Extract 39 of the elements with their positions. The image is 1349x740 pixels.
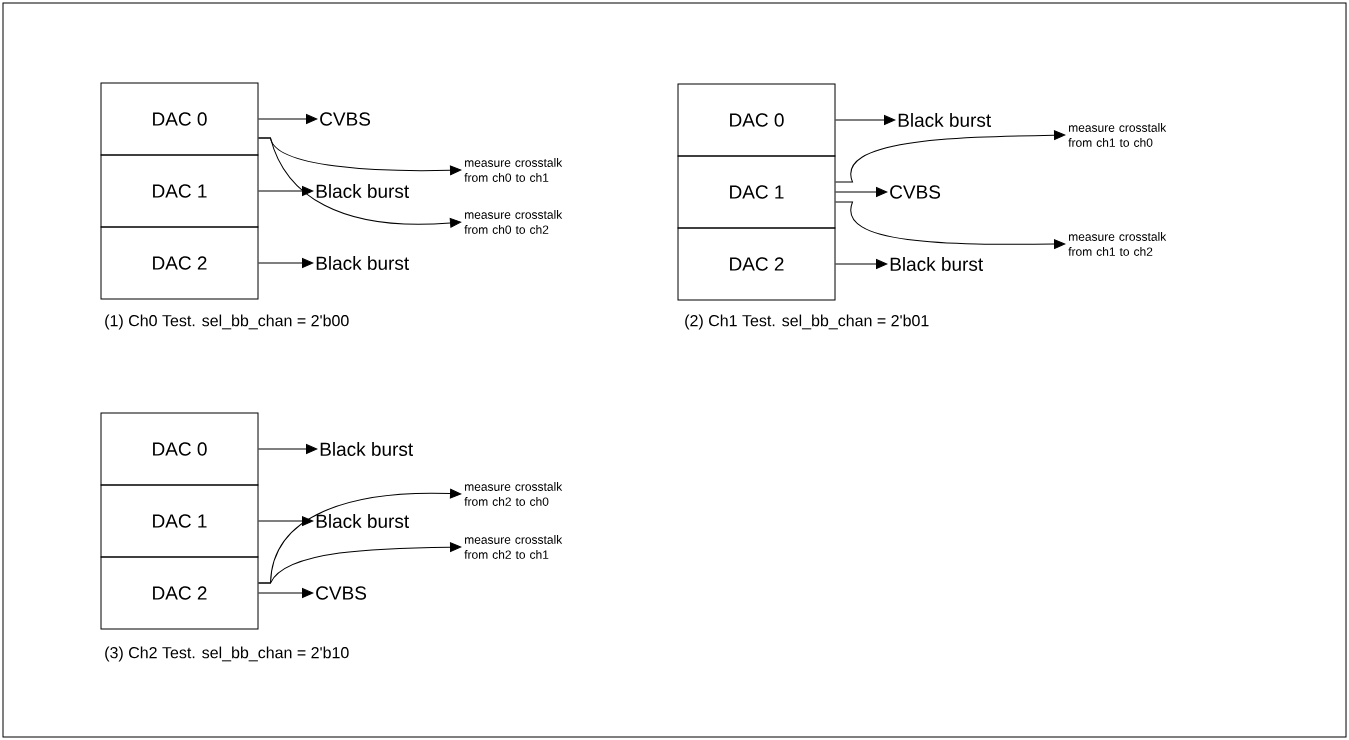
note-text: measure crosstalk from ch0 to ch1 (464, 158, 563, 182)
dac-box: DAC 2 (677, 227, 836, 301)
dac-box: DAC 2 (100, 226, 259, 300)
note-text: measure crosstalk from ch1 to ch2 (1068, 232, 1167, 256)
signal-label: Black burst (316, 256, 409, 270)
curved-arrow (835, 130, 1066, 183)
arrow (835, 187, 888, 197)
dac-box: DAC 0 (100, 82, 259, 156)
dac-box: DAC 1 (100, 154, 259, 228)
arrow (835, 115, 896, 125)
note-text: measure crosstalk from ch0 to ch2 (464, 210, 563, 234)
signal-label: Black burst (890, 257, 984, 271)
dac-box: DAC 0 (677, 83, 836, 157)
caption: (1) Ch0 Test. sel_bb_chan = 2'b00 (105, 314, 349, 330)
dac-box: DAC 1 (100, 484, 259, 558)
arrow (835, 259, 888, 269)
arrow (258, 516, 314, 526)
signal-label: Black burst (898, 113, 992, 127)
arrow (258, 258, 314, 268)
dac-box: DAC 2 (100, 556, 259, 630)
arrow (258, 186, 314, 196)
note-text: measure crosstalk from ch2 to ch1 (464, 535, 563, 559)
dac-box: DAC 1 (677, 155, 836, 229)
note-text: measure crosstalk from ch2 to ch0 (464, 482, 563, 506)
arrow (258, 114, 318, 124)
signal-label: CVBS (890, 185, 941, 199)
arrow (258, 444, 318, 454)
curved-arrow (835, 201, 1066, 249)
signal-label: Black burst (316, 514, 409, 528)
note-text: measure crosstalk from ch1 to ch0 (1068, 123, 1167, 147)
curved-arrow (258, 137, 462, 228)
curved-arrow (258, 542, 462, 584)
signal-label: CVBS (316, 586, 367, 600)
caption: (3) Ch2 Test. sel_bb_chan = 2'b10 (105, 646, 349, 662)
signal-label: Black burst (320, 442, 413, 456)
signal-label: CVBS (320, 112, 371, 126)
dac-box: DAC 0 (100, 412, 259, 486)
arrow (258, 588, 314, 598)
signal-label: Black burst (316, 184, 409, 198)
